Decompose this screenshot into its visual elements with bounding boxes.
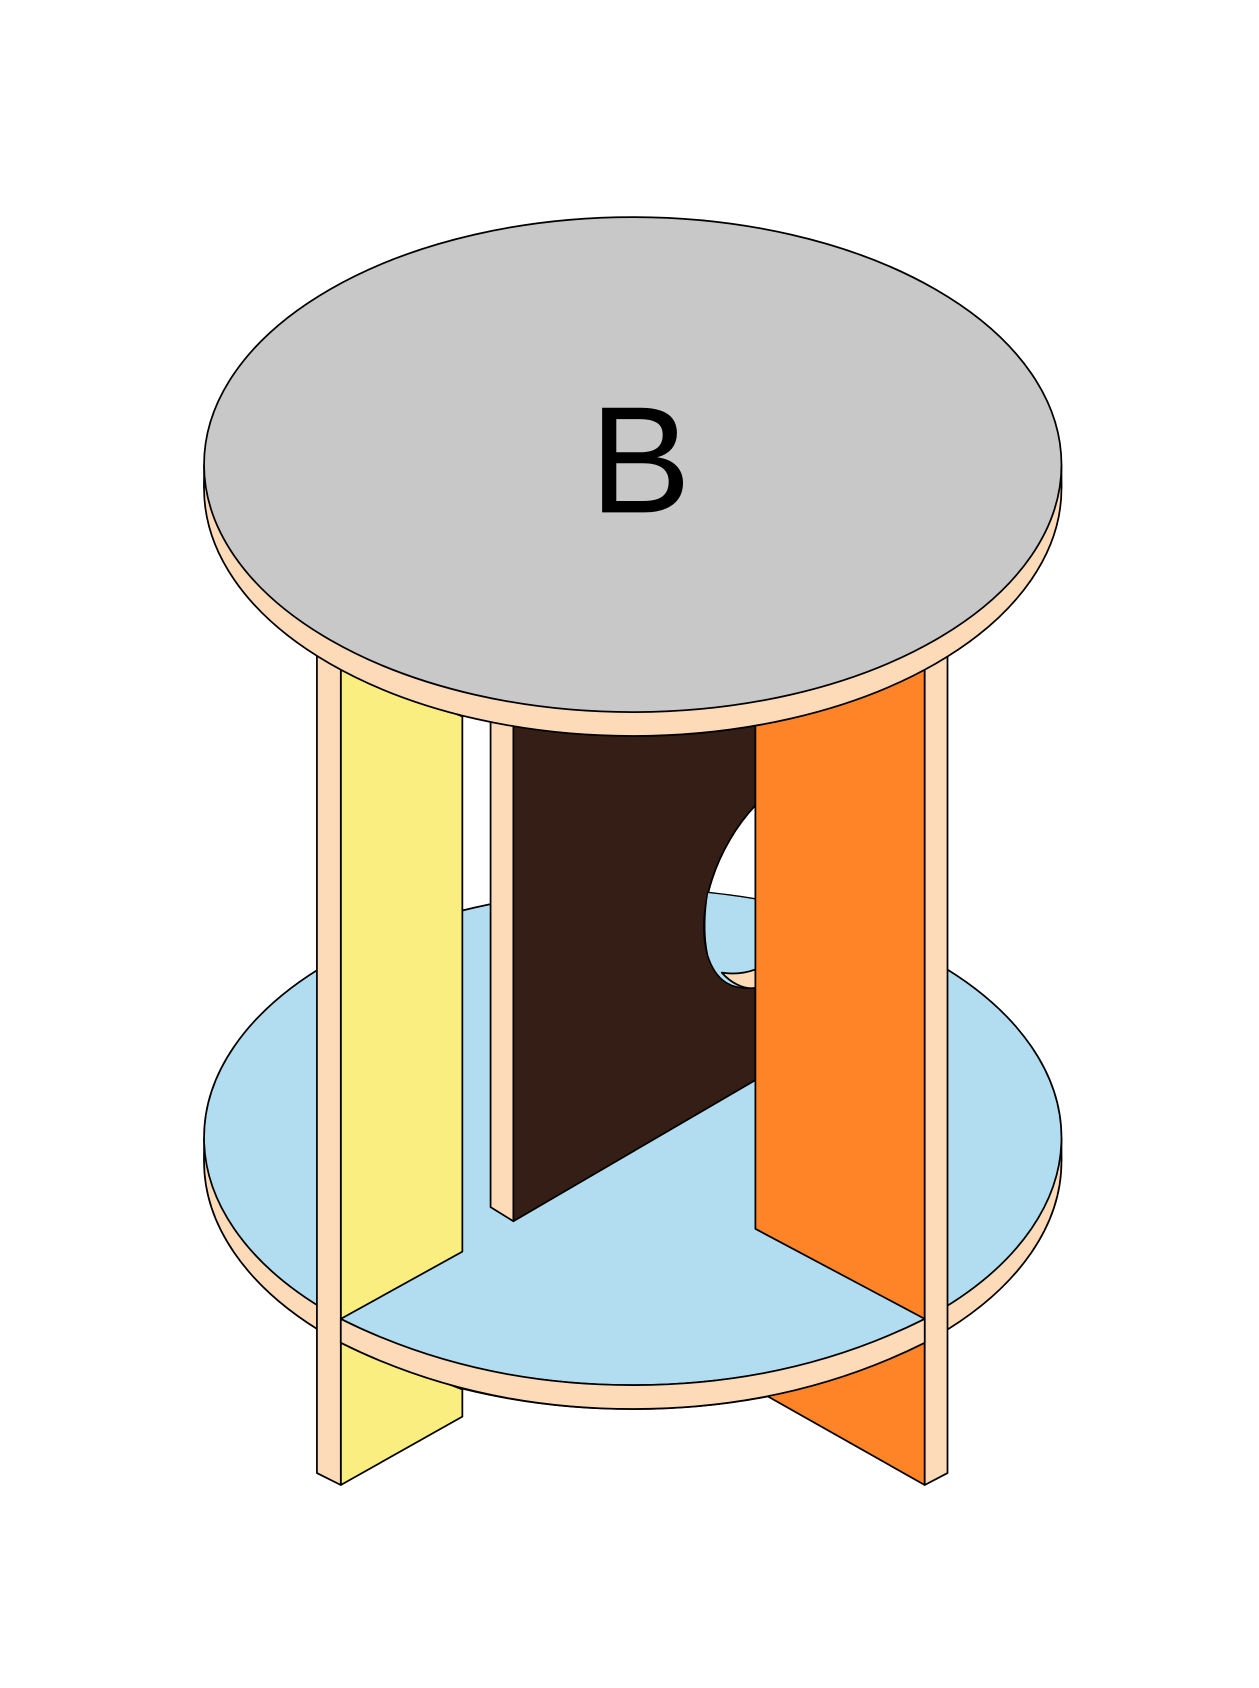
back-panel-edge	[489, 715, 515, 1223]
table-top: B	[203, 216, 1063, 737]
left-panel-face-upper	[339, 666, 464, 1320]
right-panel-edge	[923, 648, 949, 1486]
back-panel	[489, 715, 757, 1223]
table-top-surface	[203, 216, 1063, 713]
left-panel-edge	[316, 650, 342, 1486]
right-panel-face-upper	[754, 666, 926, 1320]
back-panel-hole-shelf	[704, 891, 757, 989]
bottom-shelf-front-rim	[339, 1318, 926, 1410]
right-panel	[754, 648, 949, 1486]
left-panel	[316, 650, 464, 1486]
table-top-label: B	[590, 375, 691, 545]
